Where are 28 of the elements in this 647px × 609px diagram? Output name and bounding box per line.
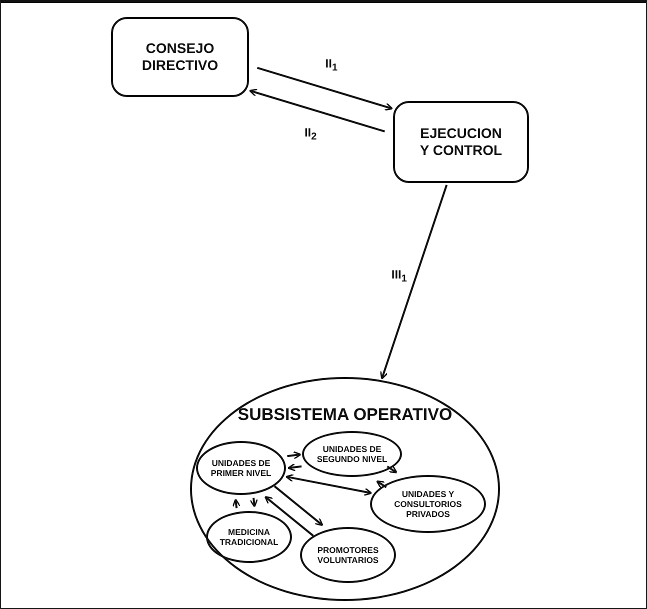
arrow bbox=[287, 451, 302, 460]
arrow bbox=[386, 465, 398, 474]
arrow bbox=[274, 485, 324, 526]
ellipse-node bbox=[190, 377, 500, 601]
arrow bbox=[264, 496, 314, 537]
ellipse-node bbox=[206, 511, 292, 563]
ellipse-node bbox=[370, 475, 486, 533]
arrow bbox=[256, 66, 394, 111]
node-label: CONSEJO DIRECTIVO bbox=[140, 40, 220, 74]
ellipse-node bbox=[302, 431, 402, 477]
rounded-box bbox=[111, 17, 249, 97]
rounded-box bbox=[393, 101, 529, 183]
ellipse-node bbox=[300, 527, 396, 583]
arrow bbox=[285, 474, 372, 496]
arrow bbox=[287, 463, 302, 472]
arrow bbox=[232, 498, 241, 508]
node-label: SUBSISTEMA OPERATIVO bbox=[238, 405, 452, 426]
node-label: PROMOTORES VOLUNTARIOS bbox=[316, 544, 380, 566]
arrow bbox=[380, 184, 448, 380]
node-label: MEDICINA TRADICIONAL bbox=[218, 526, 280, 548]
node-label: UNIDADES Y CONSULTORIOS PRIVADOS bbox=[393, 488, 463, 520]
node-label: EJECUCION Y CONTROL bbox=[418, 125, 504, 159]
arrow bbox=[376, 480, 387, 489]
node-label: UNIDADES DE PRIMER NIVEL bbox=[210, 458, 272, 478]
arrow bbox=[248, 88, 386, 132]
ellipse-node bbox=[196, 441, 286, 495]
node-label: UNIDADES DE SEGUNDO NIVEL bbox=[316, 444, 388, 464]
arrow bbox=[250, 498, 258, 508]
